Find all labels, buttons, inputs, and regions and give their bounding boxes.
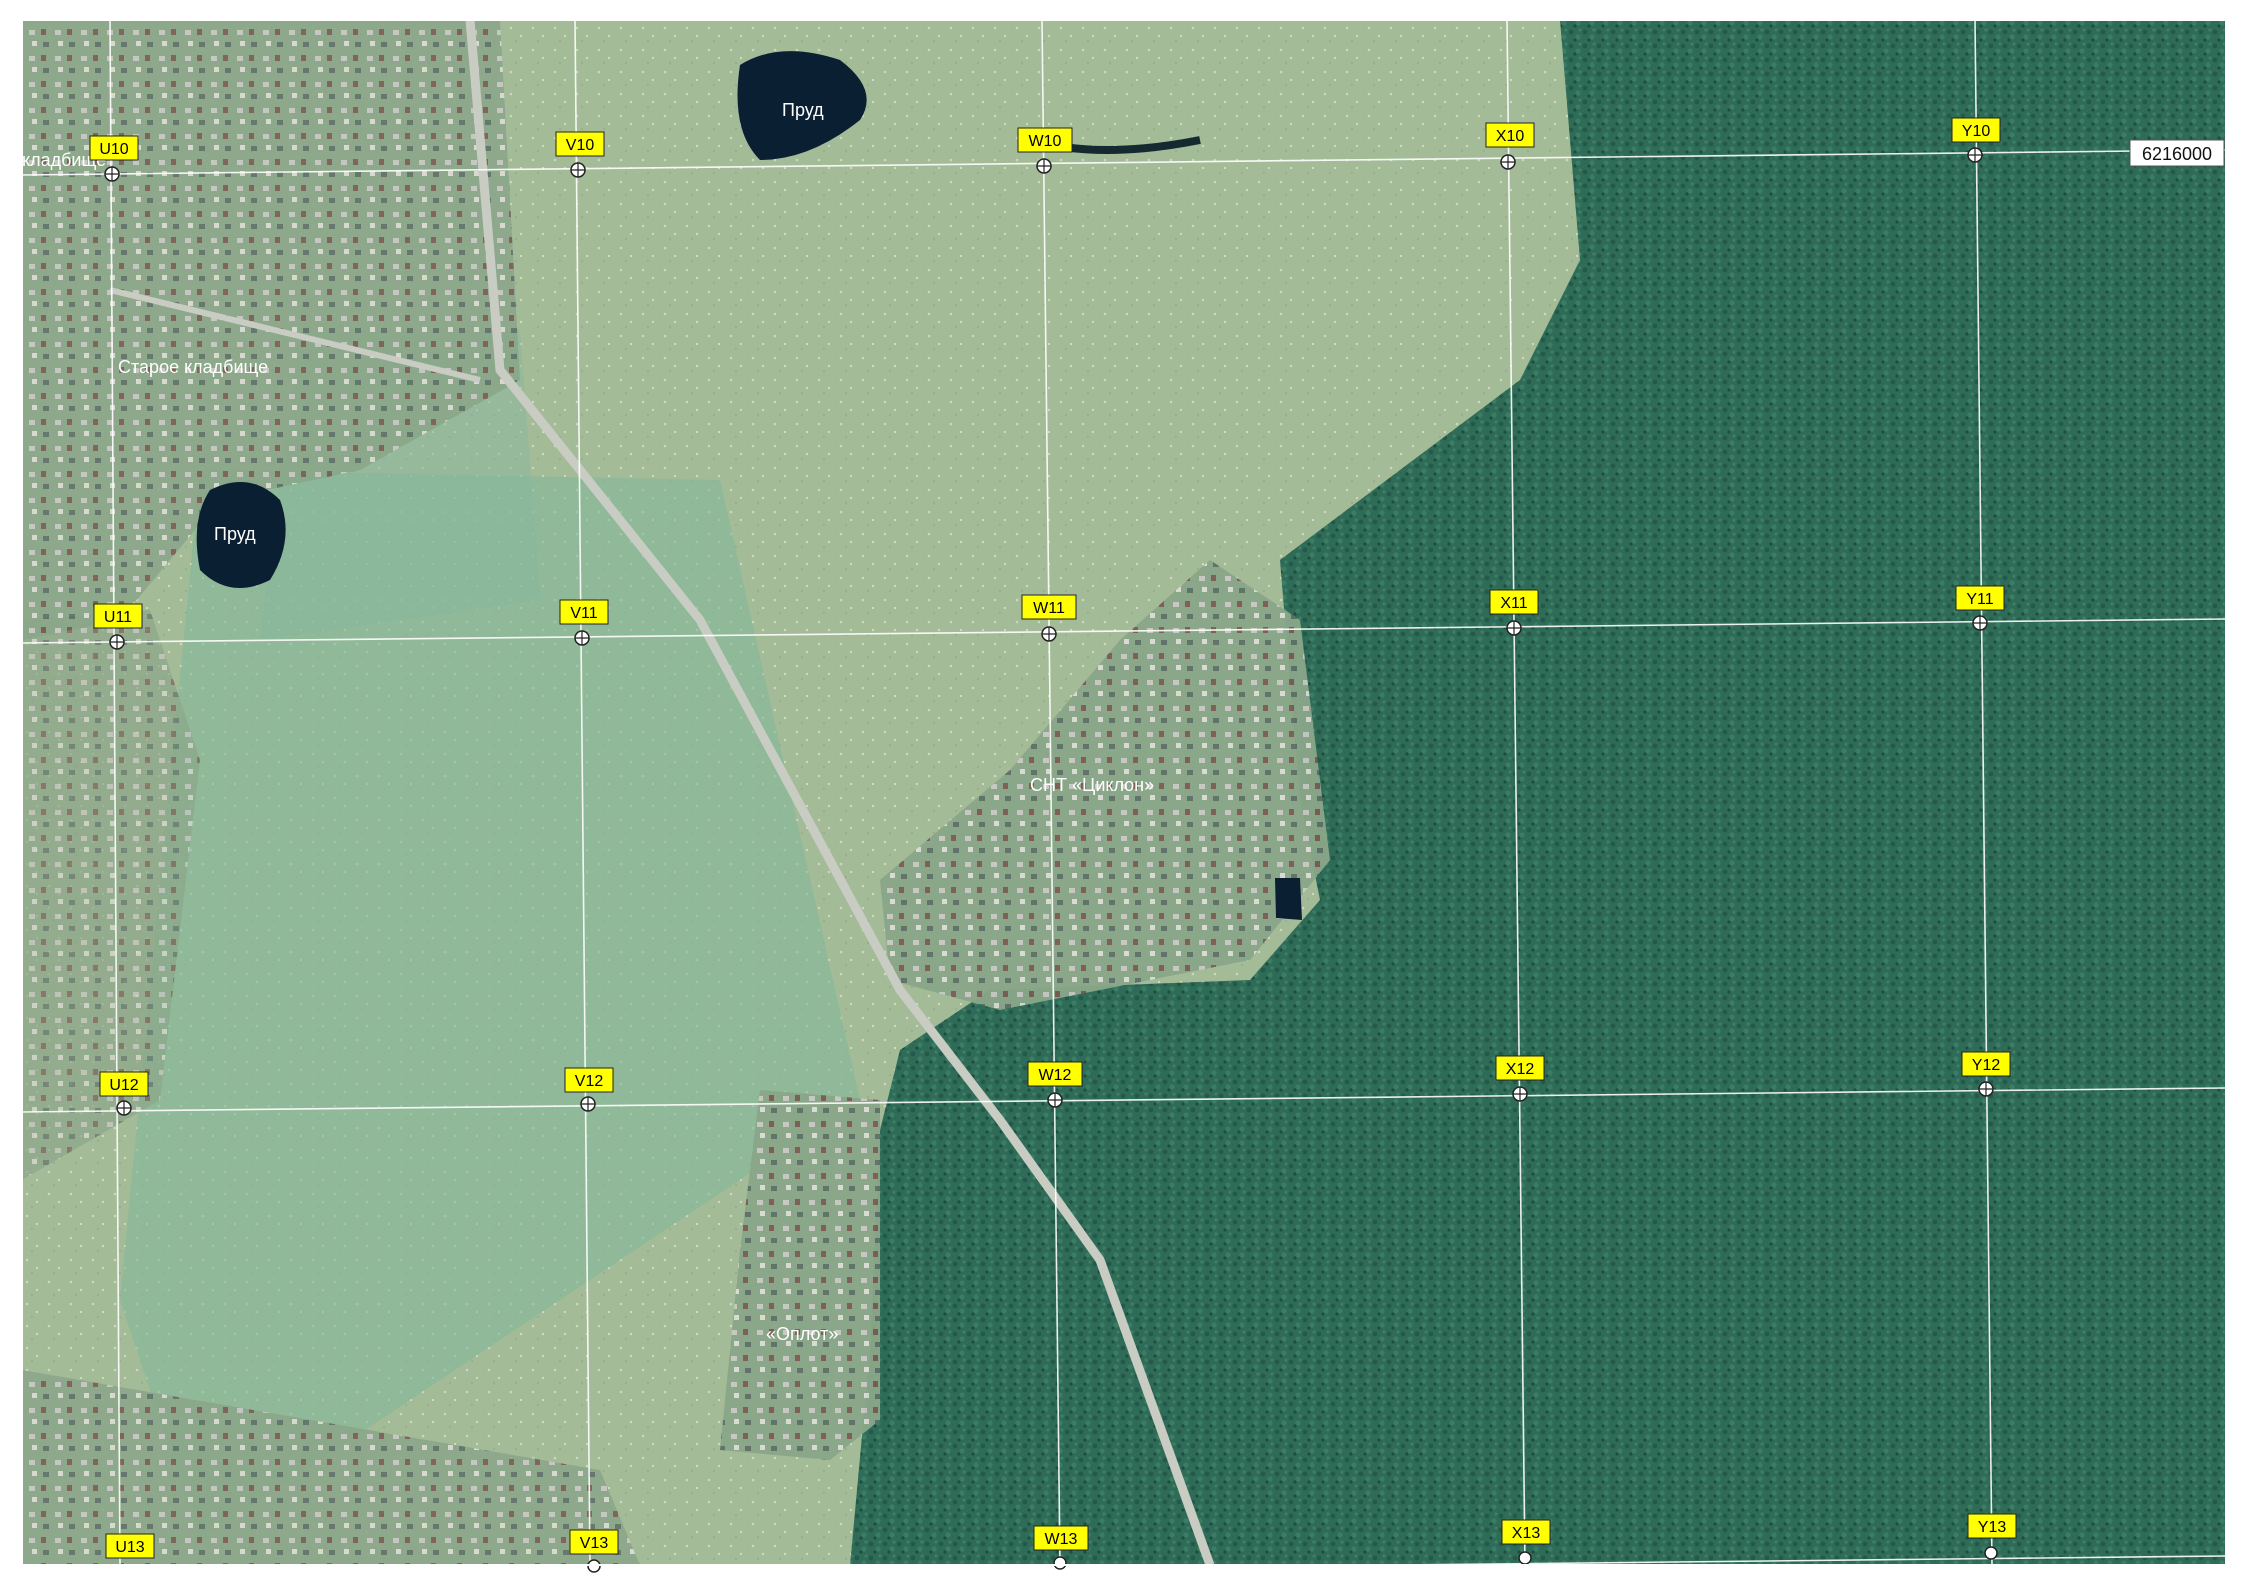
crosshair-icon (581, 1097, 595, 1111)
grid-marker-w10[interactable]: W10 (1017, 127, 1073, 174)
label-snt-cyclone: СНТ «Циклон» (1030, 775, 1154, 795)
grid-label: V11 (570, 605, 597, 622)
forest-area (880, 1100, 1000, 1565)
crosshair-icon (1984, 1546, 1998, 1560)
label-pond-north: Пруд (782, 100, 824, 120)
label-cemetery-partial: кладбище (22, 150, 106, 170)
grid-marker-u10[interactable]: U10 (89, 135, 139, 182)
grid-label: Y11 (1966, 591, 1993, 608)
grid-marker-x13[interactable]: X13 (1501, 1519, 1551, 1565)
label-old-cemetery: Старое кладбище (118, 357, 268, 377)
pond-west-water (196, 482, 286, 588)
grid-label: X12 (1506, 1061, 1535, 1078)
grid-label: Y13 (1978, 1519, 2007, 1536)
grid-label: Y10 (1962, 123, 1991, 140)
crosshair-icon (571, 163, 585, 177)
crosshair-icon (1973, 616, 1987, 630)
grid-label: U10 (99, 141, 128, 158)
label-oplot: «Оплот» (766, 1324, 838, 1344)
grid-marker-v11[interactable]: V11 (559, 599, 609, 646)
grid-label: U13 (115, 1539, 144, 1556)
green-field (120, 470, 860, 1540)
label-pond-west: Пруд (214, 524, 256, 544)
grid-marker-y10[interactable]: Y10 (1951, 117, 2001, 163)
pond-small-water (1275, 878, 1302, 920)
grid-label: X10 (1496, 128, 1525, 145)
grid-marker-x10[interactable]: X10 (1485, 122, 1535, 170)
grid-label: V13 (580, 1535, 609, 1552)
crosshair-icon (1518, 1551, 1532, 1565)
grid-label: W10 (1029, 133, 1062, 150)
grid-marker-u11[interactable]: U11 (93, 603, 143, 650)
place-labels: Пруд Пруд Старое кладбище кладбище СНТ «… (22, 100, 1154, 1344)
crosshair-icon (1053, 1556, 1067, 1570)
crosshair-icon (1037, 159, 1051, 173)
grid-marker-x11[interactable]: X11 (1489, 589, 1539, 636)
map-frame (21, 19, 2227, 1566)
grid-marker-v13[interactable]: V13 (569, 1529, 619, 1573)
crosshair-icon (1048, 1093, 1062, 1107)
grid-label: X11 (1500, 595, 1527, 612)
grid-marker-u13[interactable]: U13 (105, 1533, 155, 1559)
crosshair-icon (1979, 1082, 1993, 1096)
oplot-area (720, 1090, 880, 1460)
village-area (22, 1370, 640, 1565)
grid-lines (21, 19, 2227, 1581)
crosshair-icon (1042, 627, 1056, 641)
coordinate-label: 6216000 (2142, 144, 2212, 164)
grid-label: W13 (1045, 1531, 1078, 1548)
grid-marker-x12[interactable]: X12 (1495, 1055, 1545, 1102)
crosshair-icon (110, 635, 124, 649)
village-area (22, 610, 200, 1180)
crosshair-icon (575, 631, 589, 645)
grid-marker-u12[interactable]: U12 (99, 1071, 149, 1116)
crosshair-icon (1501, 155, 1515, 169)
grid-label: X13 (1512, 1525, 1541, 1542)
crosshair-icon (1968, 148, 1982, 162)
grid-marker-v10[interactable]: V10 (555, 131, 605, 178)
grid-label: W12 (1039, 1067, 1072, 1084)
grid-marker-y13[interactable]: Y13 (1967, 1513, 2017, 1560)
grid-label: V10 (566, 137, 595, 154)
grid-marker-v12[interactable]: V12 (564, 1067, 614, 1112)
forest-area (850, 20, 2226, 1565)
road (109, 287, 481, 383)
crosshair-icon (105, 167, 119, 181)
crosshair-icon (1507, 621, 1521, 635)
crosshair-icon (117, 1101, 131, 1115)
snt-cyclone-area (880, 560, 1330, 1010)
grid-marker-w11[interactable]: W11 (1021, 594, 1077, 642)
crosshair-icon (1513, 1087, 1527, 1101)
grid-marker-w12[interactable]: W12 (1027, 1061, 1083, 1108)
grid-label: U11 (104, 609, 132, 626)
road (465, 19, 1215, 1567)
pond-north-water (737, 51, 867, 160)
grid-label: V12 (575, 1073, 604, 1090)
grid-label: W11 (1033, 600, 1065, 617)
grid-marker-y12[interactable]: Y12 (1961, 1051, 2011, 1097)
grid-marker-y11[interactable]: Y11 (1955, 585, 2005, 631)
grid-label: U12 (109, 1077, 138, 1094)
grid-label: Y12 (1972, 1057, 2001, 1074)
coordinate-label-box: 6216000 (2129, 139, 2225, 167)
grid-marker-w13[interactable]: W13 (1033, 1525, 1089, 1570)
